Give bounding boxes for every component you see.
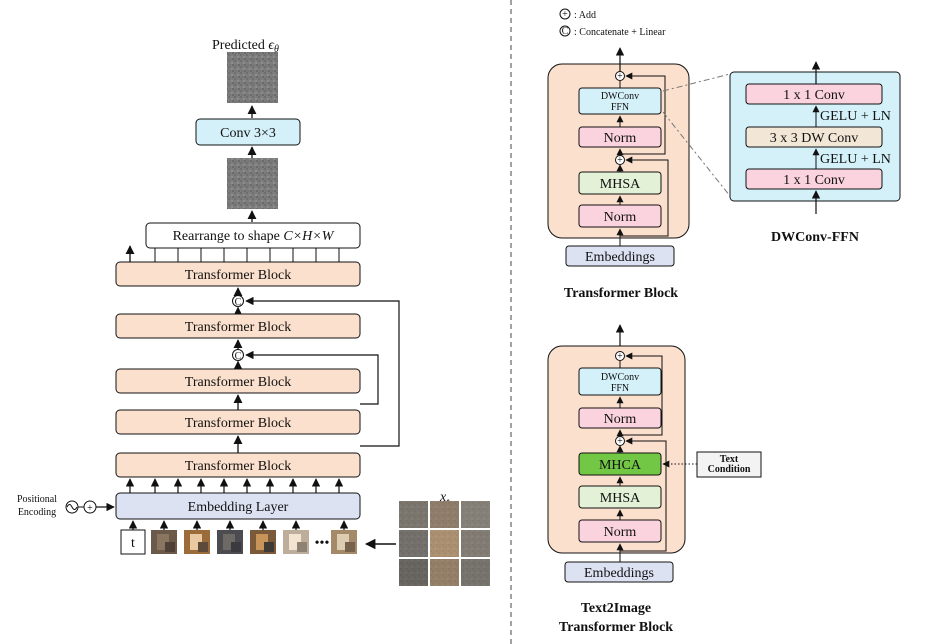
svg-text:+: + (617, 71, 623, 82)
transformer-block-3: Transformer Block (115, 368, 361, 394)
zoom-connector-bottom (662, 111, 731, 197)
ffn-conv-top: 1 x 1 Conv (783, 88, 845, 103)
ffn-conv-bottom: 1 x 1 Conv (783, 173, 845, 188)
timestep-token: t (120, 529, 146, 555)
svg-text:C: C (562, 26, 569, 37)
xt-patch (461, 501, 490, 528)
transformer-block-detail: + DWConv FFN Norm + MHSA Norm Embeddings (547, 47, 690, 267)
block-label: Transformer Block (185, 375, 291, 390)
svg-text:+: + (617, 155, 623, 166)
rearranged-noise-image (227, 158, 278, 209)
transformer-block-2: Transformer Block (115, 409, 361, 435)
xt-patch (399, 559, 428, 586)
legend-concat-text: : Concatenate + Linear (574, 27, 666, 38)
transformer-block-4: Transformer Block (115, 313, 361, 339)
image-patch-token (250, 530, 276, 554)
xt-patch (461, 530, 490, 557)
transformer-block-5: Transformer Block (115, 261, 361, 287)
tb-norm-top: Norm (604, 131, 637, 146)
block-label: Transformer Block (185, 268, 291, 283)
positional-label-2: Encoding (18, 507, 56, 518)
ffn-act-top: GELU + LN (820, 109, 891, 124)
ffn-dw-conv: 3 x 3 DW Conv (770, 131, 858, 146)
svg-text:t: t (131, 536, 135, 551)
ellipsis: ••• (315, 536, 330, 551)
image-patch-token (217, 530, 243, 554)
t2i-ffn-label: FFN (611, 383, 629, 394)
t2i-embeddings: Embeddings (584, 566, 654, 581)
predicted-noise-label: Predicted ϵθ (212, 38, 279, 55)
xt-patch (430, 530, 459, 557)
legend-add-text: : Add (574, 10, 596, 21)
tb-mhsa: MHSA (600, 177, 641, 192)
svg-text:+: + (87, 503, 93, 514)
block-label: Transformer Block (185, 320, 291, 335)
tb-embeddings: Embeddings (585, 250, 655, 265)
tb-caption: Transformer Block (564, 286, 678, 301)
zoom-connector-top (662, 73, 731, 92)
image-patch-token (331, 530, 357, 554)
t2i-norm-bottom: Norm (604, 525, 637, 540)
image-patch-token (151, 530, 177, 554)
svg-text:+: + (617, 351, 623, 362)
svg-text:+: + (562, 9, 568, 20)
skip-connection-inner (245, 350, 379, 405)
image-patch-token (283, 530, 309, 554)
positional-label-1: Positional (17, 494, 57, 505)
t2i-block-detail: + DWConv FFN Norm + MHCA MHSA Norm Embed… (547, 324, 686, 583)
t2i-norm-top: Norm (604, 412, 637, 427)
block-label: Transformer Block (185, 459, 291, 474)
svg-text:+: + (617, 436, 623, 447)
tb-dwconv-label: DWConv (601, 91, 639, 102)
text-condition-line1: Text (720, 454, 739, 465)
legend: + : Add C : Concatenate + Linear (559, 8, 666, 38)
skip-connection-outer (245, 296, 400, 447)
concat-node-middle: C (232, 349, 244, 362)
text-condition-box: Text Condition (662, 451, 762, 478)
xt-patch (399, 530, 428, 557)
svg-text:C: C (235, 351, 242, 362)
t2i-dwconv-label: DWConv (601, 372, 639, 383)
embedding-layer-box: Embedding Layer (115, 492, 361, 520)
t2i-caption-1: Text2Image (581, 601, 651, 616)
t2i-mhca: MHCA (599, 458, 642, 473)
sine-wave-icon (65, 500, 79, 514)
ffn-act-bottom: GELU + LN (820, 152, 891, 167)
transformer-block-1: Transformer Block (115, 452, 361, 478)
t2i-caption-2: Transformer Block (559, 620, 673, 635)
conv3x3-box: Conv 3×3 (195, 118, 301, 146)
add-node: + (83, 500, 97, 514)
rearrange-label: Rearrange to shape C×H×W (173, 229, 335, 244)
ffn-caption: DWConv-FFN (771, 230, 859, 245)
rearrange-box: Rearrange to shape C×H×W (145, 222, 361, 249)
xt-patch (461, 559, 490, 586)
xt-patch (430, 559, 459, 586)
svg-text:C: C (235, 297, 242, 308)
image-patch-token (184, 530, 210, 554)
tb-norm-bottom: Norm (604, 210, 637, 225)
embedding-label: Embedding Layer (188, 500, 289, 515)
xt-patch (430, 501, 459, 528)
block-label: Transformer Block (185, 416, 291, 431)
tb-ffn-label: FFN (611, 102, 629, 113)
xt-patch (399, 501, 428, 528)
conv3x3-label: Conv 3×3 (220, 126, 276, 141)
text-condition-line2: Condition (708, 464, 751, 475)
noisy-image-xt (399, 501, 490, 586)
concat-node-top: C (232, 295, 244, 308)
predicted-noise-image (227, 52, 278, 103)
t2i-mhsa: MHSA (600, 491, 641, 506)
dwconv-ffn-detail: 1 x 1 Conv GELU + LN 3 x 3 DW Conv GELU … (729, 61, 901, 214)
